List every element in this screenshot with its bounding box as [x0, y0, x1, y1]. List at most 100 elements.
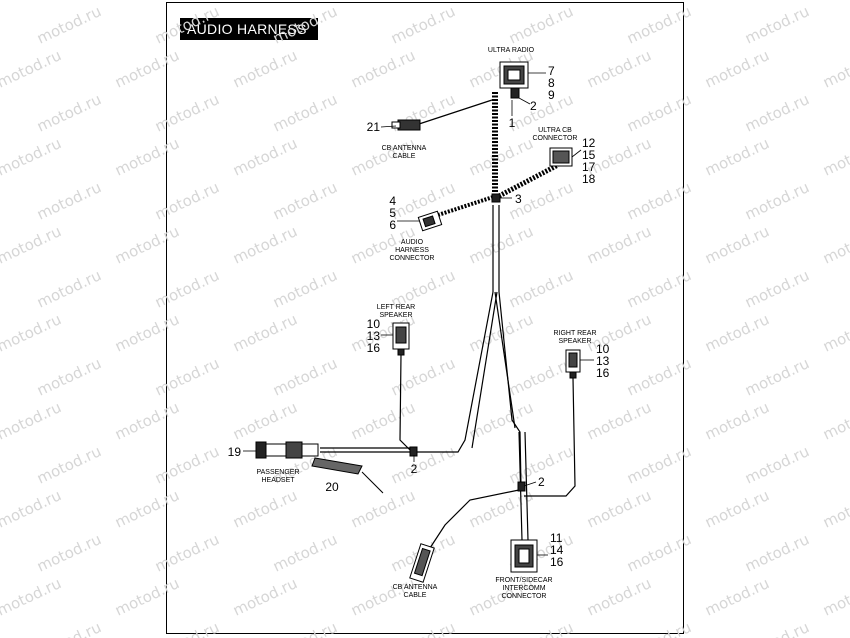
audio-branch-loom: [437, 195, 494, 217]
watermark-text: motod.ru: [742, 90, 812, 135]
watermark-text: motod.ru: [820, 398, 850, 443]
watermark-text: motod.ru: [702, 222, 772, 267]
cb-antenna-bottom-plug-icon: [409, 543, 435, 583]
callout-number: 2: [530, 99, 537, 113]
watermark-text: motod.ru: [742, 618, 812, 638]
callout-number: 16: [367, 341, 381, 355]
callout-number: 12: [582, 136, 596, 150]
label-passenger-headset: HEADSET: [261, 477, 295, 484]
callout-number: 19: [228, 445, 242, 459]
callout-number: 16: [596, 366, 610, 380]
callout-number: 3: [515, 192, 522, 206]
callout-number: 14: [550, 543, 564, 557]
label-ultra-cb-connector: CONNECTOR: [533, 135, 578, 142]
watermark-text: motod.ru: [34, 442, 104, 487]
watermark-text: motod.ru: [0, 46, 64, 91]
watermark-text: motod.ru: [270, 178, 340, 223]
watermark-text: motod.ru: [584, 486, 654, 531]
watermark-text: motod.ru: [820, 46, 850, 91]
watermark-text: motod.ru: [34, 178, 104, 223]
label-audio-harness-connector: AUDIO: [401, 239, 424, 246]
watermark-text: motod.ru: [624, 2, 694, 47]
label-audio-harness-connector: HARNESS: [395, 247, 429, 254]
label-left-rear-speaker: LEFT REAR: [377, 304, 415, 311]
watermark-text: motod.ru: [742, 266, 812, 311]
watermark-text: motod.ru: [270, 2, 340, 47]
label-passenger-headset: PASSENGER: [256, 469, 299, 476]
diagram-frame: [166, 2, 684, 634]
watermark-text: motod.ru: [152, 354, 222, 399]
callout-number: 6: [389, 218, 396, 232]
split-left: [415, 291, 494, 453]
watermark-text: motod.ru: [0, 310, 64, 355]
watermark-text: motod.ru: [34, 266, 104, 311]
callout-number: 13: [596, 354, 610, 368]
right-speaker-lead: [524, 377, 576, 497]
watermark-text: motod.ru: [624, 530, 694, 575]
callout-number: 5: [389, 206, 396, 220]
watermark-text: motod.ru: [230, 134, 300, 179]
watermark-text: motod.ru: [624, 354, 694, 399]
watermark-text: motod.ru: [230, 0, 300, 4]
watermark-text: motod.ru: [702, 46, 772, 91]
callout-number: 4: [389, 194, 396, 208]
watermark-text: motod.ru: [34, 618, 104, 638]
watermark-text: motod.ru: [742, 354, 812, 399]
watermark-text: motod.ru: [152, 266, 222, 311]
label-ultra-cb-connector: ULTRA CB: [538, 127, 572, 134]
watermark-text: motod.ru: [270, 530, 340, 575]
watermark-text: motod.ru: [466, 0, 536, 4]
split-right-2: [494, 291, 516, 429]
watermark-text: motod.ru: [584, 0, 654, 4]
watermark-text: motod.ru: [34, 2, 104, 47]
callout-number: 11: [550, 531, 563, 545]
label-left-rear-speaker: SPEAKER: [379, 312, 412, 319]
right-rear-speaker-connector-icon: [565, 349, 581, 379]
watermark-text: motod.ru: [112, 134, 182, 179]
watermark-text: motod.ru: [112, 574, 182, 619]
watermark-text: motod.ru: [230, 574, 300, 619]
page-title: AUDIO HARNESS: [180, 18, 318, 40]
watermark-text: motod.ru: [348, 398, 418, 443]
watermark-text: motod.ru: [506, 266, 576, 311]
watermark-text: motod.ru: [506, 618, 576, 638]
ultra-cb-connector-icon: [549, 147, 573, 167]
cb-branch-loom: [497, 162, 560, 199]
label-audio-harness-connector: CONNECTOR: [390, 255, 435, 262]
cb-antenna-plug-icon: [391, 119, 421, 131]
watermark-text: motod.ru: [742, 442, 812, 487]
watermark-text: motod.ru: [466, 222, 536, 267]
watermark-text: motod.ru: [584, 222, 654, 267]
label-cb-antenna-cable-top: CABLE: [393, 153, 416, 160]
watermark-text: motod.ru: [152, 2, 222, 47]
watermark-text: motod.ru: [230, 486, 300, 531]
watermark-text: motod.ru: [230, 398, 300, 443]
watermark-text: motod.ru: [702, 398, 772, 443]
watermark-text: motod.ru: [270, 354, 340, 399]
split-right: [498, 291, 522, 487]
watermark-text: motod.ru: [34, 530, 104, 575]
main-trunk: [492, 205, 500, 292]
callout-number: 2: [538, 475, 545, 489]
watermark-text: motod.ru: [230, 222, 300, 267]
callout-number: 8: [548, 76, 555, 90]
headset-lead: [320, 447, 415, 453]
watermark-text: motod.ru: [584, 46, 654, 91]
watermark-text: motod.ru: [506, 2, 576, 47]
watermark-text: motod.ru: [388, 354, 458, 399]
watermark-text: motod.ru: [388, 618, 458, 638]
wire-clip-left-icon: [409, 446, 418, 457]
watermark-text: motod.ru: [702, 486, 772, 531]
label-right-rear-speaker: RIGHT REAR: [553, 330, 596, 337]
watermark-text: motod.ru: [702, 574, 772, 619]
watermark-text: motod.ru: [0, 0, 64, 4]
watermark-text: motod.ru: [112, 46, 182, 91]
label-cb-antenna-cable-bottom: CABLE: [404, 592, 427, 599]
watermark-text: motod.ru: [152, 178, 222, 223]
cb-antenna-bottom: [429, 489, 520, 549]
watermark-text: motod.ru: [624, 266, 694, 311]
watermark-text: motod.ru: [112, 0, 182, 4]
